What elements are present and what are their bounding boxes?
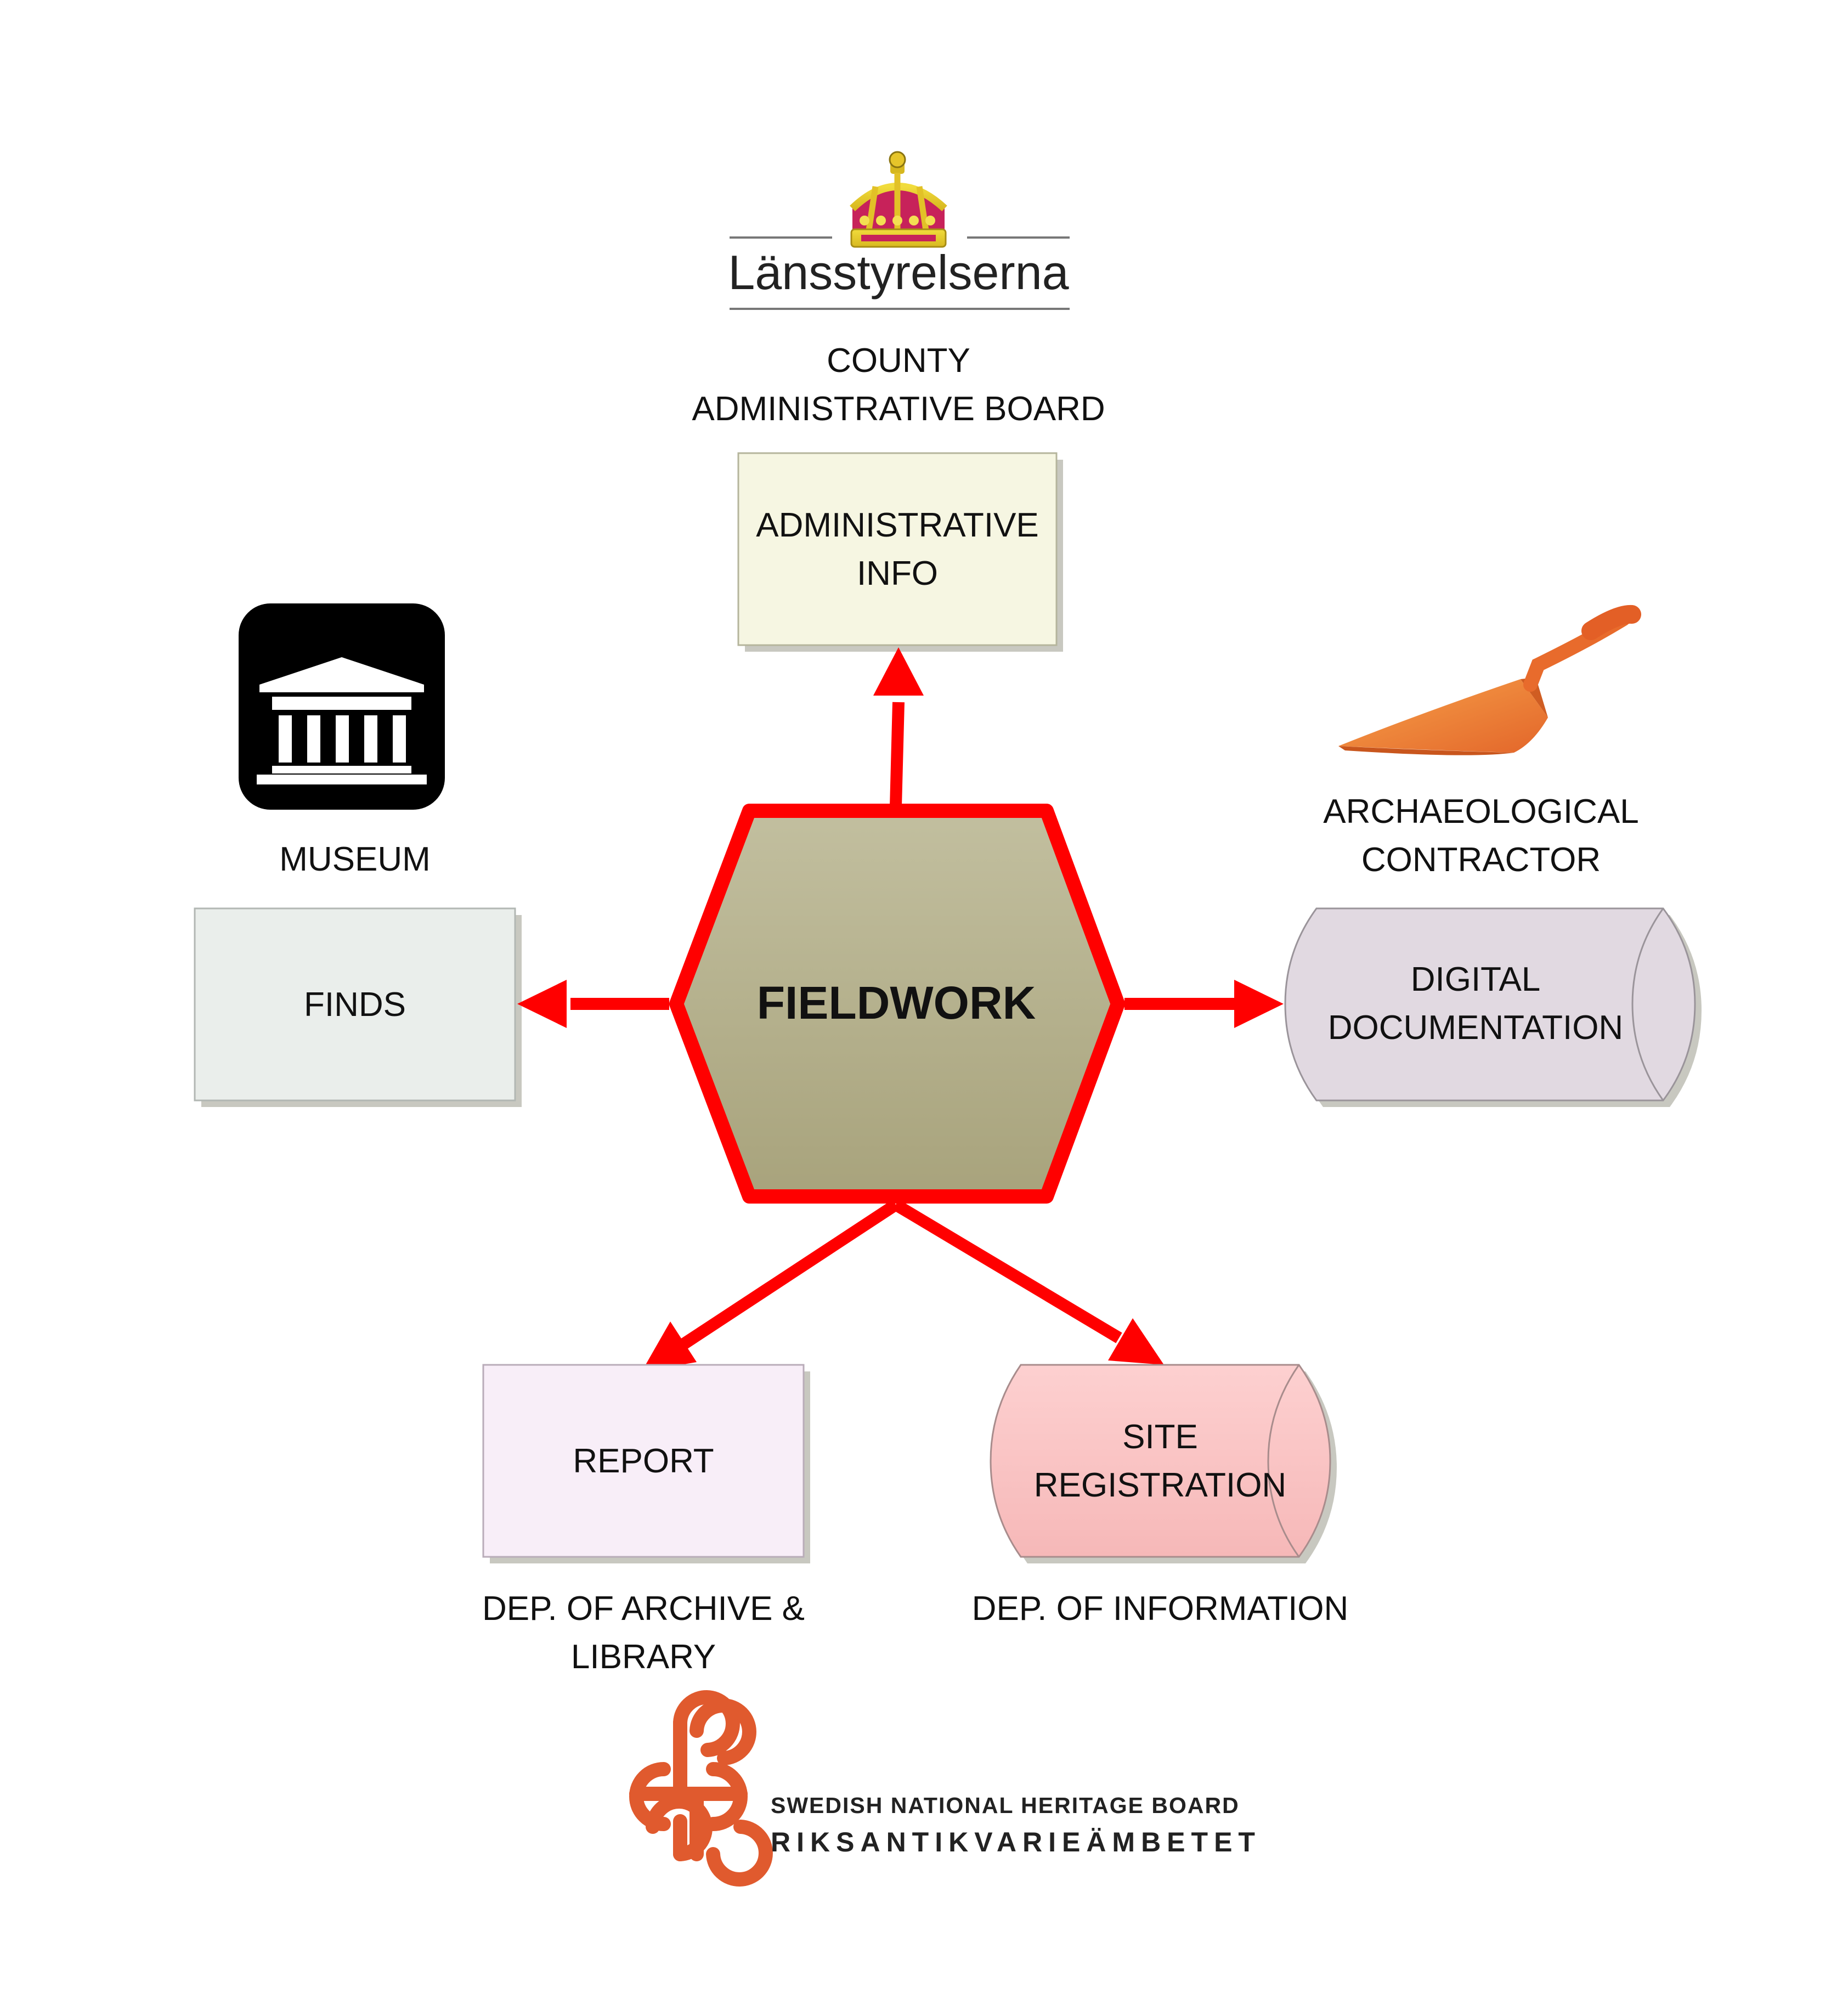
site-registration-line2: REGISTRATION <box>1034 1466 1286 1504</box>
contractor-caption-line1: ARCHAEOLOGICAL <box>1323 793 1638 831</box>
museum-icon <box>239 603 445 810</box>
lansstyrelserna-logo: Länsstyrelserna <box>728 151 1070 310</box>
arrow-to-administrative-info <box>873 647 924 807</box>
report-label: REPORT <box>573 1442 714 1480</box>
heritage-board-logo: SWEDISH NATIONAL HERITAGE BOARD RIKSANTI… <box>629 1690 1261 1887</box>
site-registration-box: SITE REGISTRATION <box>990 1364 1337 1563</box>
finds-box: FINDS <box>194 907 522 1107</box>
finds-label: FINDS <box>304 986 406 1024</box>
county-caption-line1: COUNTY <box>827 342 970 380</box>
report-box: REPORT <box>482 1364 810 1563</box>
contractor-caption-line2: CONTRACTOR <box>1361 841 1601 879</box>
administrative-info-line1: ADMINISTRATIVE <box>756 506 1039 544</box>
fieldwork-hexagon: FIELDWORK <box>669 804 1125 1204</box>
arrow-to-report <box>642 1199 900 1371</box>
arrows <box>517 647 1284 1371</box>
digital-documentation-box: DIGITAL DOCUMENTATION <box>1284 907 1702 1107</box>
county-caption-line2: ADMINISTRATIVE BOARD <box>692 390 1105 428</box>
digital-documentation-line2: DOCUMENTATION <box>1328 1009 1623 1047</box>
administrative-info-box: ADMINISTRATIVE INFO <box>737 452 1063 652</box>
archive-caption-line2: LIBRARY <box>571 1638 716 1676</box>
arrow-to-site-registration <box>892 1199 1164 1365</box>
site-registration-line1: SITE <box>1122 1418 1198 1456</box>
heritage-board-line1: SWEDISH NATIONAL HERITAGE BOARD <box>771 1793 1240 1818</box>
administrative-info-line2: INFO <box>857 555 938 592</box>
crown-icon <box>850 151 947 248</box>
information-caption: DEP. OF INFORMATION <box>972 1590 1349 1628</box>
heritage-board-line2: RIKSANTIKVARIEÄMBETET <box>771 1827 1261 1857</box>
digital-documentation-line1: DIGITAL <box>1411 961 1541 998</box>
heritage-knot-icon <box>629 1690 773 1887</box>
trowel-icon <box>1338 605 1641 755</box>
arrow-to-finds <box>517 980 669 1028</box>
museum-caption: MUSEUM <box>279 840 431 878</box>
lansstyrelserna-wordmark: Länsstyrelserna <box>728 245 1069 300</box>
fieldwork-label: FIELDWORK <box>757 977 1036 1029</box>
arrow-to-digital-documentation <box>1124 980 1284 1028</box>
archive-caption-line1: DEP. OF ARCHIVE & <box>482 1590 805 1628</box>
